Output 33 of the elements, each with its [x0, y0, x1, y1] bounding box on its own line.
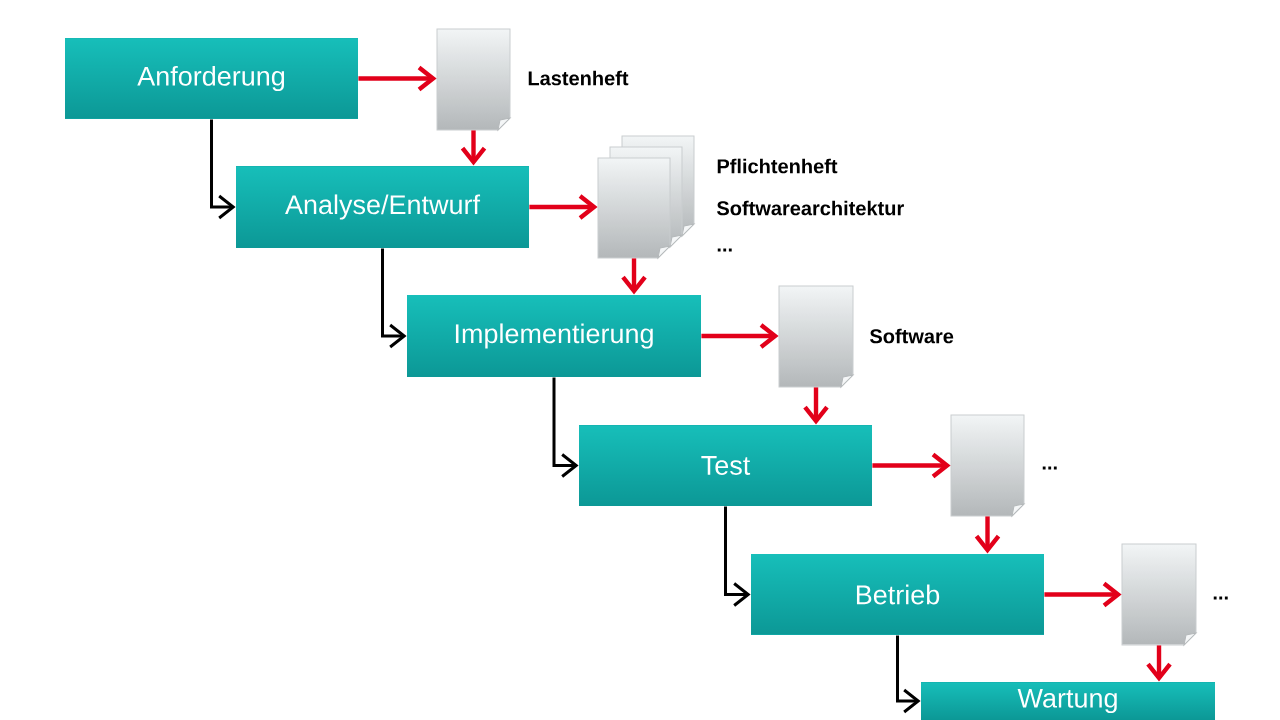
arrow [701, 323, 779, 349]
process-box: Betrieb [751, 554, 1044, 635]
document-icon [950, 414, 1025, 517]
arrow [381, 248, 407, 349]
document-label: Pflichtenheft [717, 158, 838, 174]
process-box: Analyse/Entwurf [236, 166, 529, 248]
document-icon [1121, 543, 1197, 646]
process-box: Anforderung [65, 38, 358, 119]
document-label: ... [1213, 596, 1228, 600]
arrow [896, 635, 921, 714]
document-icon [436, 28, 511, 131]
document-label: Lastenheft [528, 70, 629, 86]
document-label: Softwarearchitektur [716, 200, 904, 216]
document-icon [778, 285, 854, 388]
document-stack-icon [597, 135, 695, 259]
arrow [872, 452, 951, 479]
process-box: Implementierung [407, 295, 701, 377]
arrow [1146, 645, 1172, 682]
arrow [358, 65, 437, 92]
arrow [460, 130, 487, 166]
document-label: ... [717, 248, 732, 252]
document-label: Software [869, 328, 954, 344]
arrow [803, 387, 829, 425]
process-box: Wartung [921, 682, 1215, 720]
document-label: ... [1042, 466, 1057, 470]
arrow [529, 194, 598, 220]
arrow [974, 516, 1001, 554]
arrow [724, 506, 751, 607]
arrow [1044, 581, 1122, 608]
arrow [621, 258, 647, 295]
arrow [552, 377, 579, 478]
arrow [210, 119, 236, 220]
process-box: Test [579, 425, 872, 506]
